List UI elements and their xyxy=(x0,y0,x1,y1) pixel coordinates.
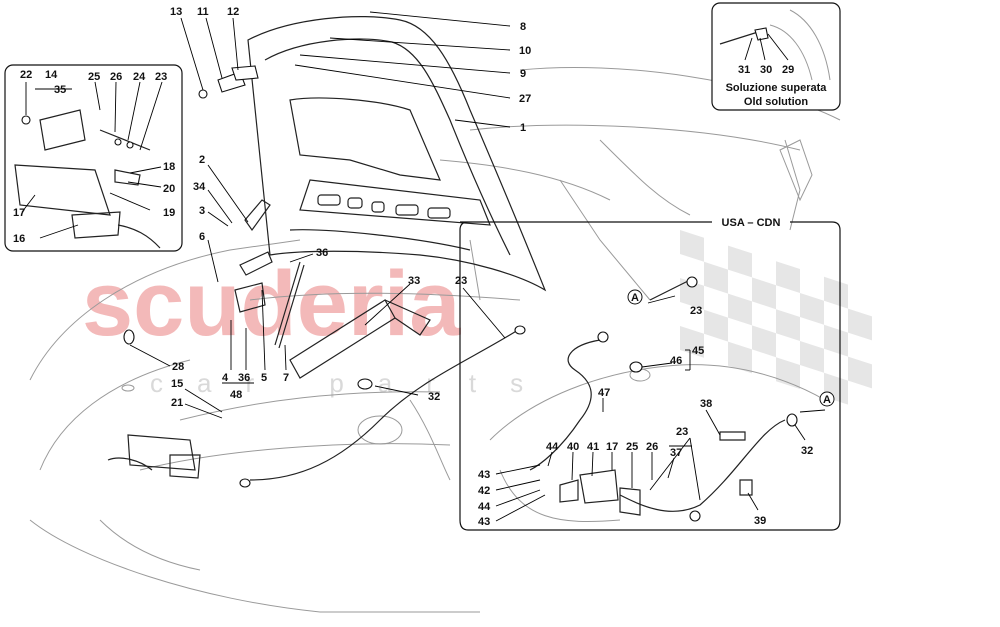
callout-32: 32 xyxy=(428,391,440,403)
usa-callout-23b: 23 xyxy=(676,426,688,438)
callout-27: 27 xyxy=(519,93,531,105)
usa-callout-44: 44 xyxy=(546,441,559,453)
view-marker-a-left-label: A xyxy=(631,292,639,304)
callout-28: 28 xyxy=(172,361,184,373)
usa-callout-17: 17 xyxy=(606,441,618,453)
lock-callout-26: 26 xyxy=(110,71,122,83)
callout-4: 4 xyxy=(222,372,229,384)
callout-8: 8 xyxy=(520,21,526,33)
lock-callout-23: 23 xyxy=(155,71,167,83)
usa-callout-38: 38 xyxy=(700,398,712,410)
lock-callout-17: 17 xyxy=(13,207,25,219)
callout-36: 36 xyxy=(316,247,328,259)
bonnet-lock xyxy=(107,329,373,488)
usa-callout-46: 46 xyxy=(670,355,682,367)
usa-callout-37: 37 xyxy=(670,447,682,459)
lock-callout-16: 16 xyxy=(13,233,25,245)
usa-callout-44b: 44 xyxy=(478,501,491,513)
callout-2: 2 xyxy=(199,154,205,166)
checkered-flag-icon xyxy=(680,230,872,405)
hinge-assembly xyxy=(198,65,273,313)
old-solution-caption-en: Old solution xyxy=(744,96,808,108)
usa-callout-23: 23 xyxy=(690,305,702,317)
old-callout-31: 31 xyxy=(738,64,750,76)
callout-34: 34 xyxy=(193,181,206,193)
callout-9: 9 xyxy=(520,68,526,80)
view-marker-a-right-label: A xyxy=(823,394,831,406)
lock-callout-14: 14 xyxy=(45,69,58,81)
usa-callout-26: 26 xyxy=(646,441,658,453)
callout-23: 23 xyxy=(455,275,467,287)
usa-callout-45: 45 xyxy=(692,345,704,357)
old-callout-29: 29 xyxy=(782,64,794,76)
lock-callout-20: 20 xyxy=(163,183,175,195)
seal-strip xyxy=(289,299,431,379)
callout-leaders-main xyxy=(129,11,511,419)
usa-cdn-caption: USA – CDN xyxy=(722,217,781,229)
callout-11: 11 xyxy=(197,6,209,18)
callout-13: 13 xyxy=(170,6,182,18)
view-marker-a-left: A xyxy=(627,289,643,305)
usa-callout-43b: 43 xyxy=(478,516,490,528)
usa-callout-47: 47 xyxy=(598,387,610,399)
bonnet-hood xyxy=(247,16,547,292)
usa-callout-41: 41 xyxy=(587,441,599,453)
callout-48: 48 xyxy=(230,389,242,401)
lock-detail-inset xyxy=(4,64,183,252)
lock-callout-19: 19 xyxy=(163,207,175,219)
usa-callout-40: 40 xyxy=(567,441,579,453)
gas-strut xyxy=(274,261,305,349)
lock-callout-18: 18 xyxy=(163,161,175,173)
lock-callout-24: 24 xyxy=(133,71,146,83)
release-cable xyxy=(249,325,526,481)
old-solution-caption-it: Soluzione superata xyxy=(726,82,828,94)
lock-callout-22: 22 xyxy=(20,69,32,81)
watermark-brand: scuderia xyxy=(82,253,461,355)
callout-33: 33 xyxy=(408,275,420,287)
callout-1: 1 xyxy=(520,122,526,134)
usa-cdn-inset xyxy=(459,221,841,531)
callout-6: 6 xyxy=(199,231,205,243)
lock-callout-25: 25 xyxy=(88,71,100,83)
view-marker-a-right: A xyxy=(819,391,835,407)
watermark-sub: car parts xyxy=(150,368,557,398)
old-callout-30: 30 xyxy=(760,64,772,76)
usa-callout-43: 43 xyxy=(478,469,490,481)
lock-callout-35: 35 xyxy=(54,84,66,96)
usa-callout-32: 32 xyxy=(801,445,813,457)
old-solution-inset xyxy=(711,2,841,111)
usa-callout-42: 42 xyxy=(478,485,490,497)
usa-callout-25: 25 xyxy=(626,441,638,453)
callout-36-lower: 36 xyxy=(238,372,250,384)
callout-10: 10 xyxy=(519,45,531,57)
callout-12: 12 xyxy=(227,6,239,18)
callout-3: 3 xyxy=(199,205,205,217)
usa-callout-39: 39 xyxy=(754,515,766,527)
callout-7: 7 xyxy=(283,372,289,384)
callout-21: 21 xyxy=(171,397,183,409)
callout-5: 5 xyxy=(261,372,267,384)
callout-15: 15 xyxy=(171,378,183,390)
